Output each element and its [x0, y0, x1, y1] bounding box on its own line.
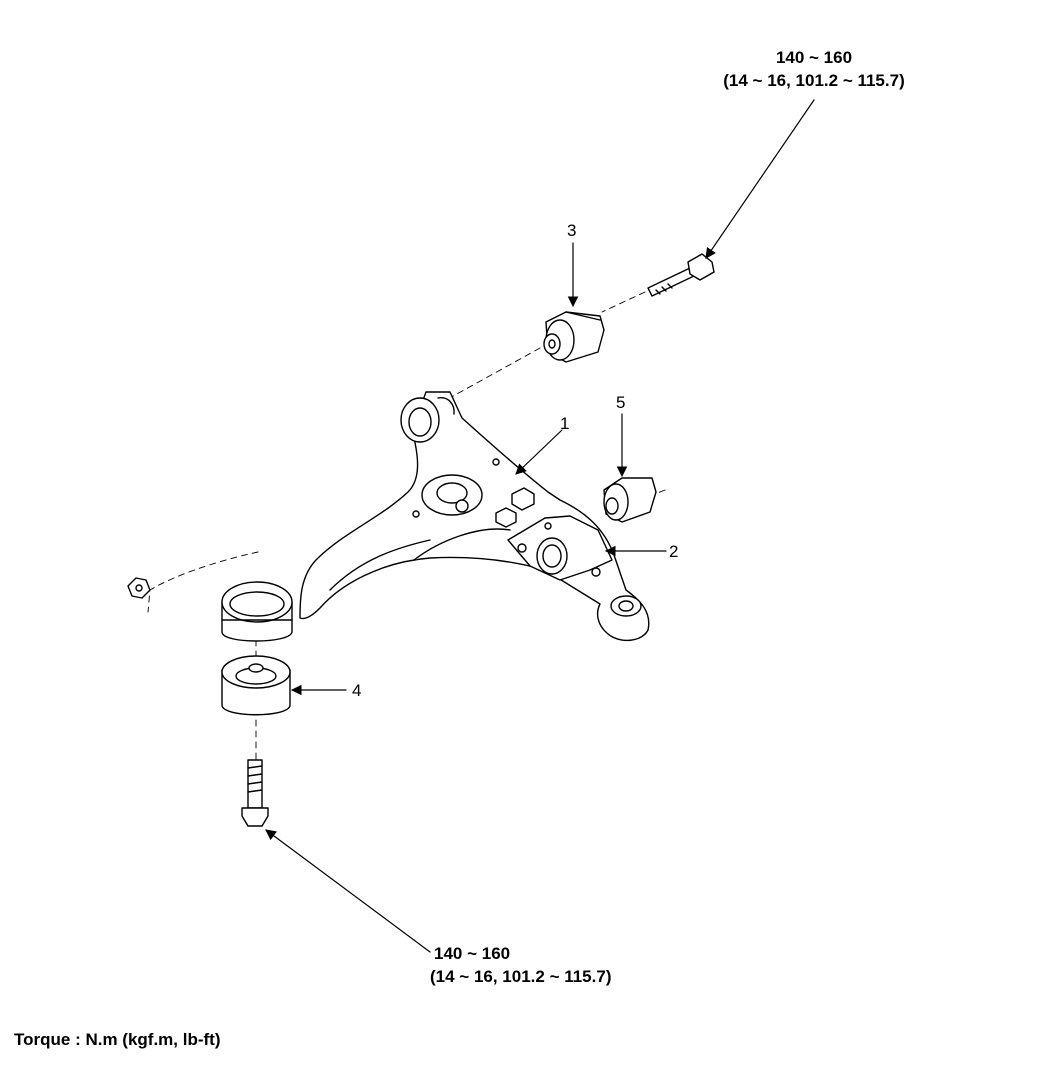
torque-top-line1: 140 ~ 160 [775, 48, 853, 67]
nut-left [127, 577, 151, 599]
bushing-4 [221, 655, 291, 716]
callout-2: 2 [669, 542, 679, 561]
torque-bottom-line2: (14 ~ 16, 101.2 ~ 115.7) [430, 967, 612, 986]
lower-control-arm [299, 391, 650, 641]
bushing-housing [221, 581, 293, 642]
bolt-bottom [241, 759, 269, 827]
torque-top-line2: (14 ~ 16, 101.2 ~ 115.7) [723, 71, 905, 90]
callout-1: 1 [560, 414, 570, 433]
leader-arrows [265, 99, 815, 953]
torque-units-note: Torque : N.m (kgf.m, lb-ft) [14, 1030, 221, 1049]
torque-bottom-line1: 140 ~ 160 [434, 944, 511, 963]
bolt-top [647, 253, 715, 297]
callout-4: 4 [352, 681, 362, 700]
bushing-3 [543, 311, 605, 363]
callout-5: 5 [616, 393, 626, 412]
callout-3: 3 [567, 221, 577, 240]
bushing-5 [603, 477, 657, 523]
